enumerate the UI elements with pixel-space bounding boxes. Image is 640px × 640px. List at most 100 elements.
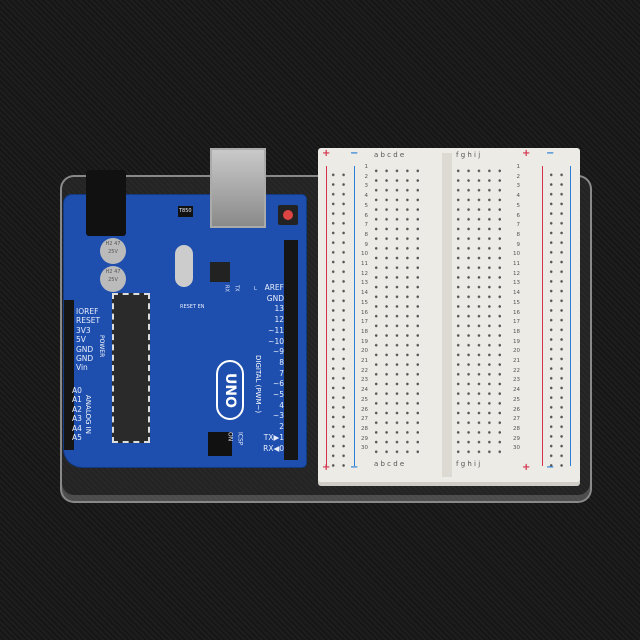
row-number: 12 [361, 270, 368, 277]
digital-pin-label: AREF [264, 283, 284, 292]
digital-header [284, 240, 298, 460]
row-number: 15 [361, 299, 368, 306]
digital-pin-label: 7 [279, 368, 284, 378]
row-number: 2 [516, 173, 521, 180]
row-number: 13 [513, 280, 520, 287]
row-number: 28 [513, 425, 520, 432]
digital-pin-label: 2 [279, 422, 284, 432]
plus-sign: + [522, 462, 531, 473]
row-number: 27 [513, 416, 520, 423]
row-number: 17 [513, 319, 520, 326]
row-number: 16 [361, 309, 368, 316]
icsp-header [208, 432, 232, 456]
usb-b-port [210, 148, 266, 228]
row-number: 11 [513, 261, 520, 267]
rx-led-label: RX [223, 285, 230, 292]
right-power-rail-holes [546, 170, 568, 470]
row-number: 26 [513, 406, 520, 413]
power-pin-label: RESET [76, 316, 101, 326]
digital-pin-label: ~3 [272, 411, 284, 421]
row-number: 20 [513, 348, 520, 355]
row-number: 7 [364, 222, 369, 229]
digital-pin-label: TX▶1 [263, 432, 284, 442]
row-number: 19 [361, 338, 368, 345]
on-led-label: ON [226, 432, 234, 442]
row-number: 21 [513, 358, 520, 364]
row-number: 5 [516, 202, 521, 209]
left-minus-rail-line [354, 166, 355, 466]
column-letters-left: a b c d e [374, 460, 405, 468]
digital-pin-label: ~6 [272, 379, 284, 389]
digital-pin-label: ~5 [272, 390, 284, 400]
icsp-label: ICSP [236, 432, 244, 446]
capacitor: H2 47 25V [100, 266, 126, 292]
row-number: 29 [361, 435, 368, 442]
row-number: 29 [513, 435, 520, 442]
row-number: 10 [361, 251, 368, 258]
row-number: 11 [361, 261, 368, 267]
capacitor: H2 47 25V [100, 238, 126, 264]
row-number: 2 [364, 173, 369, 180]
uno-logo: UNO [216, 360, 244, 420]
row-number: 25 [361, 396, 368, 403]
row-number: 10 [513, 251, 520, 258]
minus-sign: − [350, 148, 359, 159]
row-number: 27 [361, 416, 368, 423]
digital-pin-label: ~10 [268, 336, 284, 346]
digital-pin-label: 4 [279, 400, 284, 410]
digital-pin-label: 13 [274, 304, 284, 314]
row-number: 22 [361, 367, 368, 374]
atmega-microcontroller [112, 293, 150, 443]
row-number: 5 [364, 202, 369, 209]
analog-pin-label: A2 [72, 404, 82, 414]
analog-pin-label: A3 [72, 414, 82, 424]
digital-pin-label: ~11 [268, 325, 284, 335]
row-number: 23 [361, 377, 368, 384]
analog-pin-label: A4 [72, 423, 82, 433]
row-number: 17 [361, 319, 368, 326]
row-number: 18 [361, 328, 368, 335]
row-number: 20 [361, 348, 368, 355]
reset-button[interactable] [278, 205, 298, 225]
row-number: 15 [513, 299, 520, 306]
analog-pin-label: A0 [72, 386, 82, 395]
row-number: 1 [516, 164, 521, 170]
power-analog-header [64, 300, 74, 450]
plus-sign: + [322, 462, 331, 473]
analog-pin-label: A5 [72, 433, 82, 443]
row-number: 13 [361, 280, 368, 287]
row-number: 14 [361, 290, 368, 297]
row-number: 28 [361, 425, 368, 432]
row-number: 12 [513, 270, 520, 277]
l-led-label: L [254, 286, 257, 292]
power-pin-label: GND [76, 354, 94, 364]
row-number: 3 [516, 183, 521, 190]
row-number: 8 [516, 231, 521, 238]
row-number: 30 [361, 445, 368, 452]
row-number: 18 [513, 328, 520, 335]
plus-sign: + [522, 148, 531, 159]
power-pin-label: 3V3 [76, 325, 91, 335]
left-power-rail-holes [328, 170, 350, 470]
digital-label: DIGITAL (PWM~) [254, 355, 262, 414]
power-pin-label: Vin [76, 363, 88, 373]
row-number: 6 [364, 212, 369, 219]
plus-sign: + [322, 148, 331, 159]
row-number: 25 [513, 396, 520, 403]
minus-sign: − [546, 462, 555, 473]
breadboard: + − + − + − + − a b c d e f g h i j a b … [318, 148, 580, 482]
left-plus-rail-line [326, 166, 327, 466]
power-pin-label: GND [76, 344, 94, 354]
power-pin-label: IOREF [76, 307, 99, 316]
row-number: 6 [516, 212, 521, 219]
analog-label: ANALOG IN [84, 395, 92, 434]
reset-en-label: RESET EN [180, 304, 205, 310]
row-number: 4 [364, 193, 369, 200]
row-number: 22 [513, 367, 520, 374]
row-number: 9 [516, 241, 521, 248]
digital-pin-label: ~9 [272, 347, 284, 357]
analog-pin-label: A1 [72, 395, 82, 405]
